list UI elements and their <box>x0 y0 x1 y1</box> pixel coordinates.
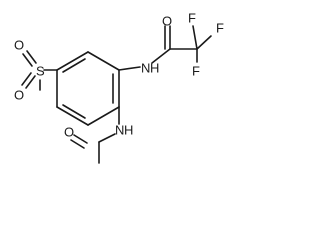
amide-hydrogen-bottom-label: H <box>124 123 133 138</box>
carbonyl-oxygen-top-label: O <box>162 14 172 29</box>
amide-nitrogen-top-label: N <box>141 61 150 76</box>
carbonyl-oxygen-bottom-label: O <box>64 125 74 140</box>
sulfonyl-oxygen-top-label: O <box>14 38 24 53</box>
methylsulfonyl-group: O S O <box>14 38 58 103</box>
fluorine-bottom-label: F <box>192 64 200 79</box>
sulfonyl-oxygen-bottom-label: O <box>14 88 24 103</box>
fluorine-right-label: F <box>216 21 224 36</box>
trifluoroacetamide-group: N H O F F F <box>118 11 224 79</box>
acetamide-group: N H O <box>64 106 133 164</box>
amide-nitrogen-bottom-label: N <box>115 123 124 138</box>
fluorine-left-label: F <box>188 11 196 26</box>
chemical-structure-diagram: O S O N H O F F F N H O <box>14 11 224 164</box>
amide-hydrogen-top-label: H <box>150 61 159 76</box>
benzene-ring <box>56 51 120 126</box>
sulfur-label: S <box>36 64 45 79</box>
